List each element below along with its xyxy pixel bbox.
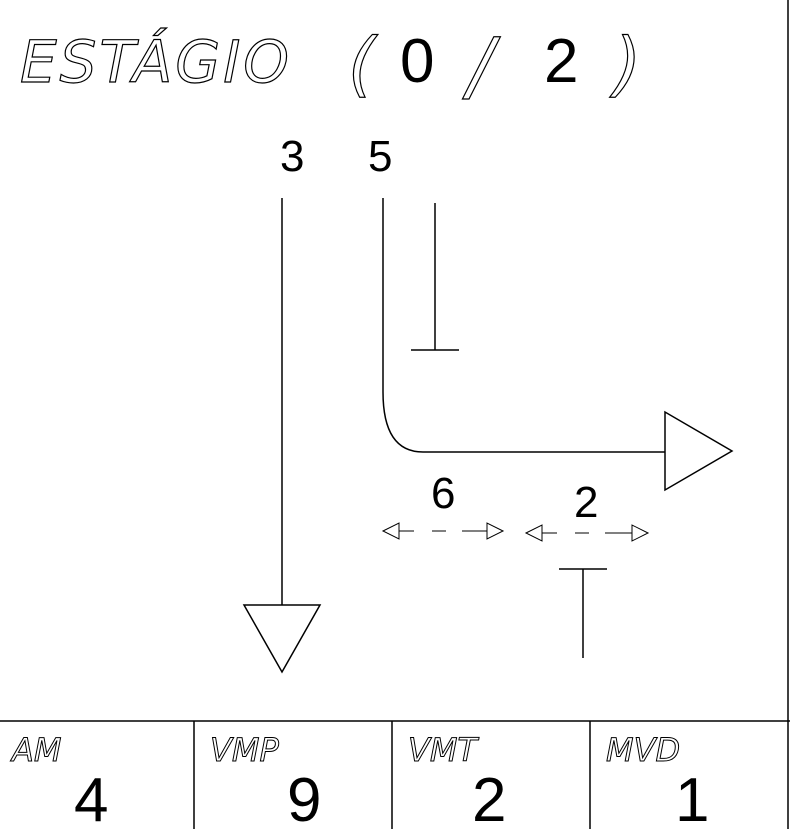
stage-title-label: ESTÁGIO xyxy=(20,27,292,96)
footer-table xyxy=(0,720,790,829)
left-lane-count: 3 xyxy=(280,132,304,181)
footer-label-vmt: VMT xyxy=(408,731,480,769)
footer-label-am: AM xyxy=(10,731,62,769)
horizontal-right-value: 2 xyxy=(574,478,598,527)
footer-value-mvd: 1 xyxy=(675,766,709,829)
footer-value-vmt: 2 xyxy=(472,766,506,829)
stage-close-paren: ) xyxy=(609,23,641,105)
footer-value-vmp: 9 xyxy=(287,766,321,829)
turn-right-arrow-icon xyxy=(382,198,734,492)
double-arrow-icon xyxy=(381,522,505,540)
stage-current: 0 xyxy=(400,27,434,96)
footer-value-am: 4 xyxy=(74,766,108,829)
stage-open-paren: ( xyxy=(348,23,378,105)
footer-label-vmp: VMP xyxy=(210,731,280,769)
double-arrow-icon xyxy=(524,524,650,542)
down-arrow-icon xyxy=(242,198,322,674)
stop-bar-icon xyxy=(411,203,459,351)
horizontal-left-value: 6 xyxy=(431,469,455,518)
stage-total: 2 xyxy=(544,27,578,96)
stage-separator: / xyxy=(462,21,501,110)
right-lane-count: 5 xyxy=(368,132,392,181)
footer-label-mvd: MVD xyxy=(606,731,680,769)
stop-bar-icon xyxy=(559,568,607,658)
